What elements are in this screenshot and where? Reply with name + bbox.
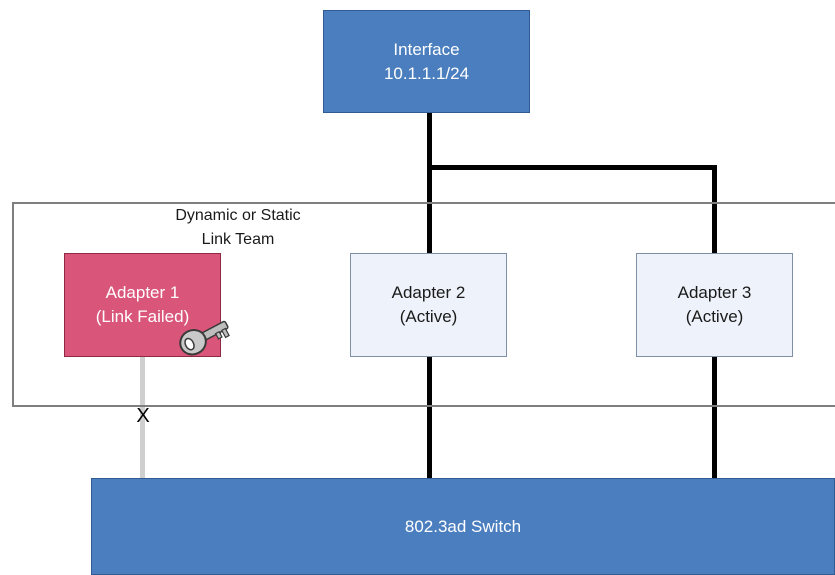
switch-node: 802.3ad Switch (91, 478, 835, 575)
interface-address: 10.1.1.1/24 (383, 63, 470, 83)
link-team-label-line2: Link Team (201, 231, 275, 248)
switch-label: 802.3ad Switch (404, 516, 522, 536)
interface-node: Interface 10.1.1.1/24 (323, 10, 530, 113)
adapter-2-switch-link (427, 357, 432, 479)
adapter-2-status: (Active) (399, 307, 458, 326)
adapter-2-node: Adapter 2 (Active) (350, 253, 507, 357)
link-break-mark: X (136, 405, 150, 427)
link-team-label-line1: Dynamic or Static (175, 207, 301, 224)
adapter-3-switch-link (712, 357, 717, 479)
adapter-2-uplink (427, 165, 432, 254)
adapter-3-name: Adapter 3 (677, 283, 752, 302)
adapter-1-failed-link (140, 357, 145, 479)
trunk-horizontal-link (427, 165, 717, 170)
key-icon (179, 320, 230, 356)
interface-trunk-link (427, 113, 432, 169)
link-team-boundary (12, 202, 835, 407)
interface-name: Interface (393, 39, 460, 59)
adapter-3-status: (Active) (685, 307, 744, 326)
adapter-3-node: Adapter 3 (Active) (636, 253, 793, 357)
adapter-1-name: Adapter 1 (105, 283, 180, 302)
link-team-label: Dynamic or Static Link Team (158, 204, 318, 252)
adapter-1-status: (Link Failed) (95, 307, 190, 326)
adapter-3-uplink (712, 165, 717, 254)
adapter-2-name: Adapter 2 (391, 283, 466, 302)
